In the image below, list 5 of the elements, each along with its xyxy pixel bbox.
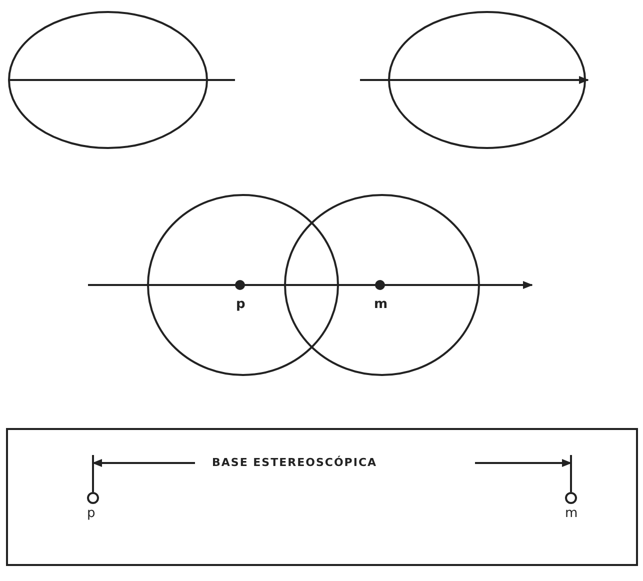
point-label: p (87, 507, 96, 521)
point-label: p (236, 298, 246, 312)
point-label: m (565, 507, 578, 521)
frame-box (6, 428, 638, 566)
point-label: m (374, 298, 388, 312)
